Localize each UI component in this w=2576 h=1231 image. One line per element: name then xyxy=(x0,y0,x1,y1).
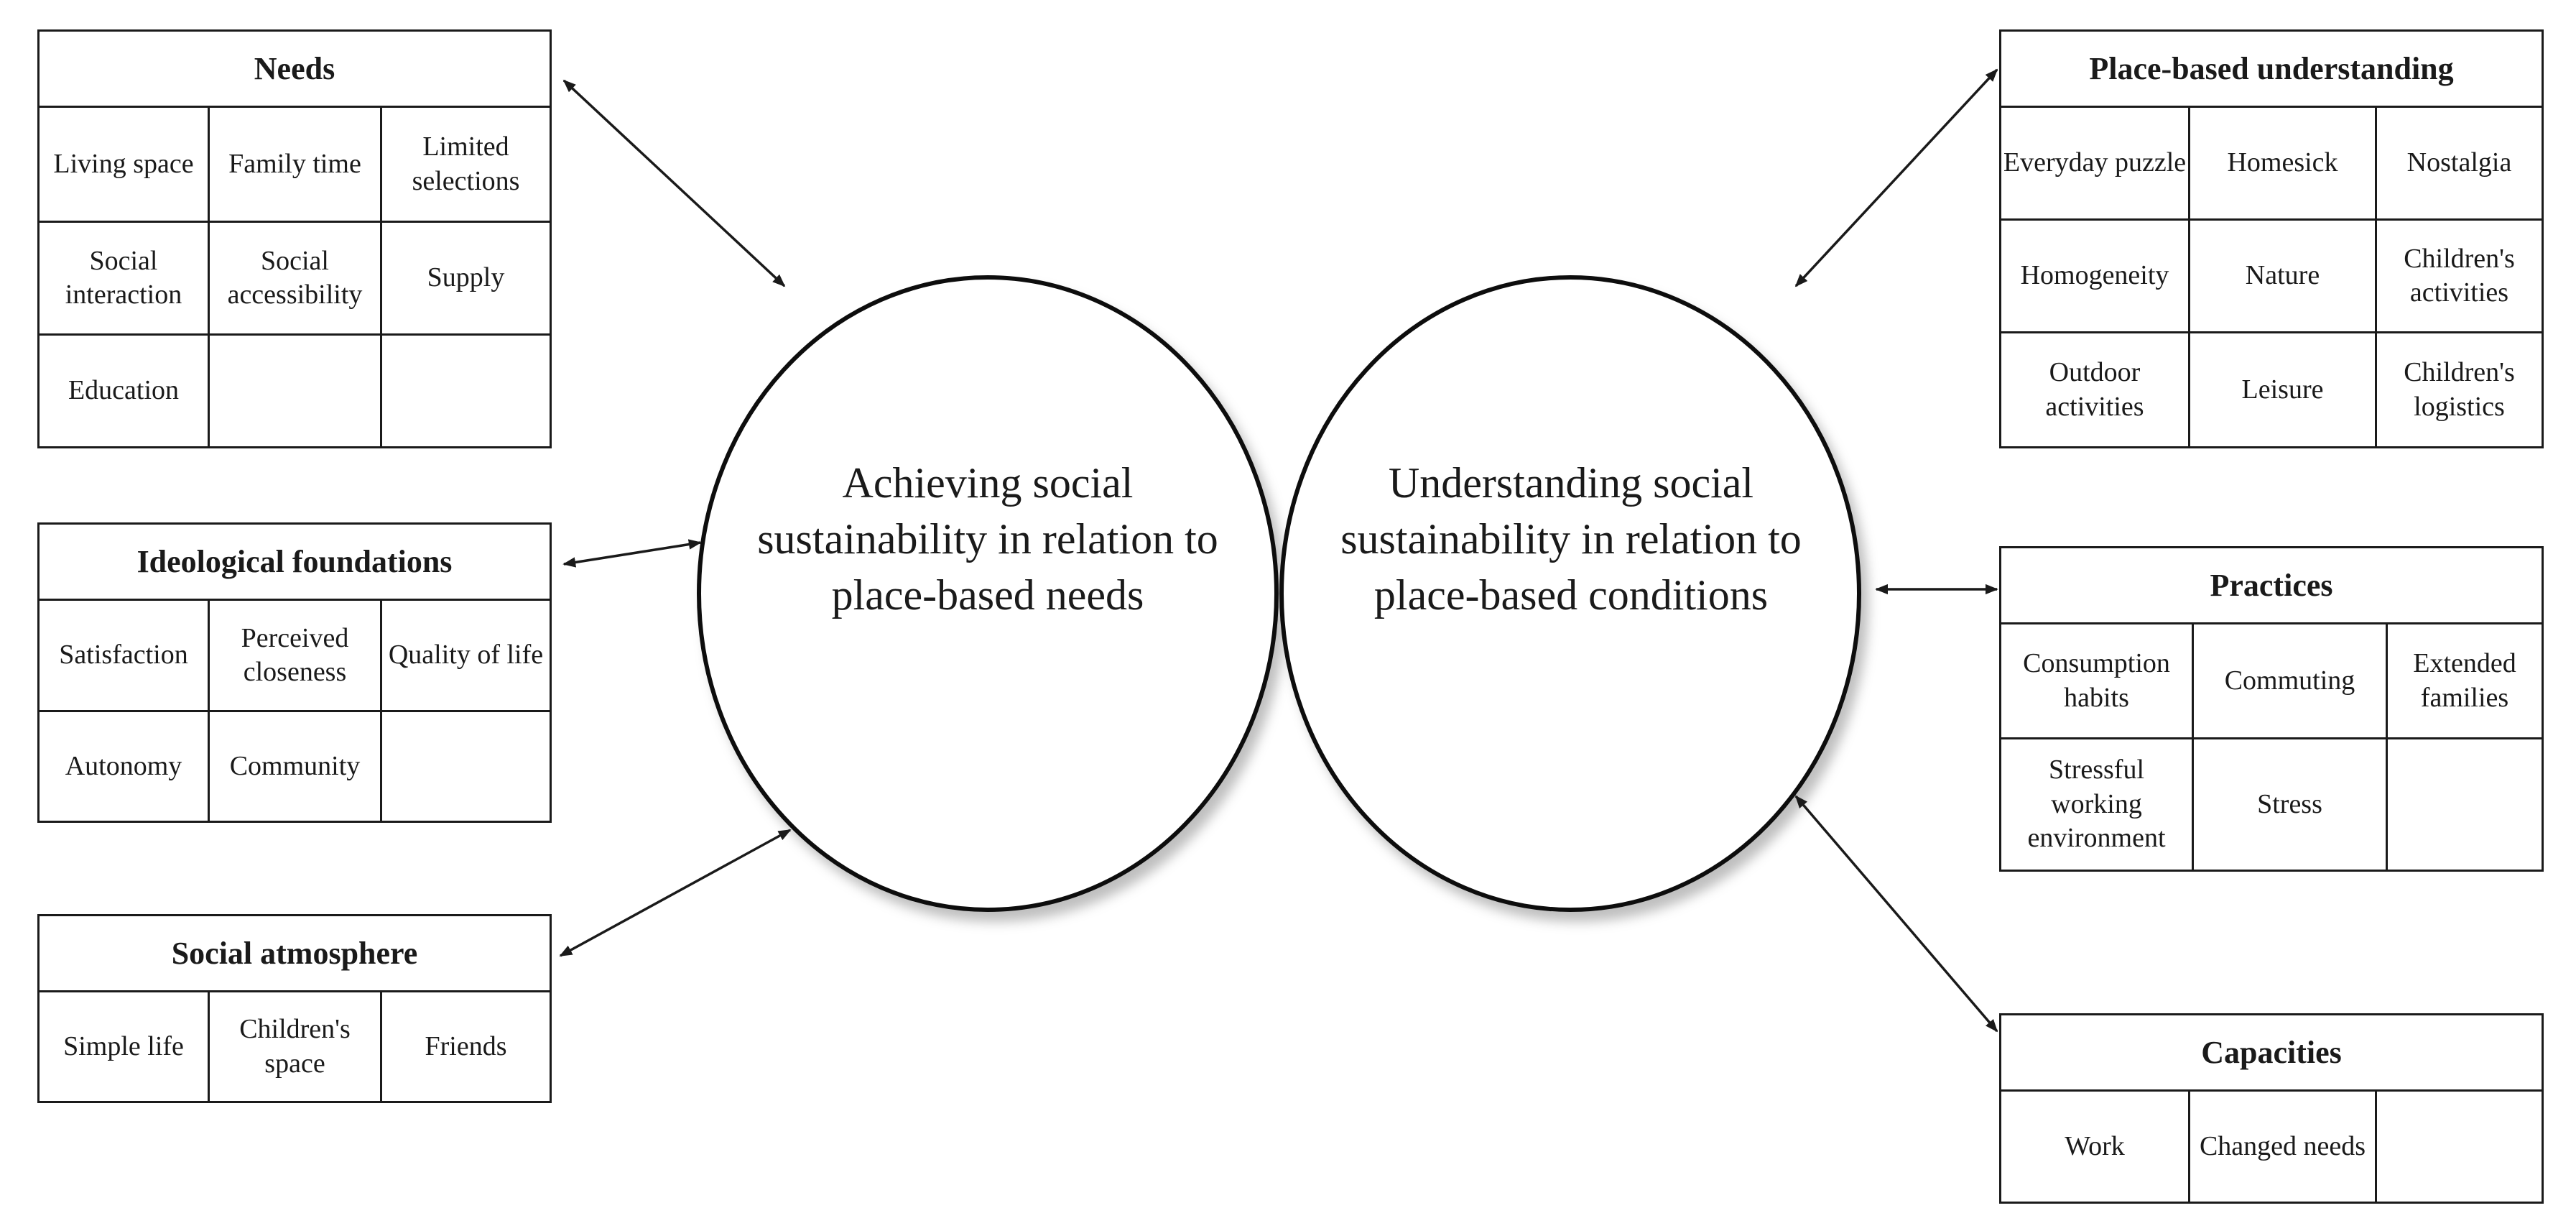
left-ellipse-label: Achieving social sustainability in relat… xyxy=(757,459,1218,619)
practices-title: Practices xyxy=(2001,548,2542,624)
needs-cell xyxy=(210,336,382,446)
capacities-cell: Work xyxy=(2001,1092,2190,1202)
place-cell: Nature xyxy=(2190,221,2377,333)
capacities-title: Capacities xyxy=(2001,1015,2542,1092)
ideological-cell: Autonomy xyxy=(40,712,210,821)
left-ellipse xyxy=(697,275,1279,912)
ideological-box: Ideological foundations Satisfaction Per… xyxy=(37,522,552,823)
needs-cell: Supply xyxy=(382,223,550,336)
social-title: Social atmosphere xyxy=(40,916,550,992)
ideological-title: Ideological foundations xyxy=(40,525,550,601)
place-cell: Children's logistics xyxy=(2404,357,2515,422)
practices-grid: Consumption habits Commuting Extended fa… xyxy=(2001,624,2542,870)
needs-cell: Education xyxy=(40,336,210,446)
ideological-cell xyxy=(382,712,550,821)
arrow-ideological xyxy=(562,539,702,568)
practices-cell: Commuting xyxy=(2194,624,2388,739)
practices-cell: Stressful working environment xyxy=(2001,739,2194,870)
needs-cell: Limited selections xyxy=(382,108,550,223)
capacities-cell: Changed needs xyxy=(2190,1092,2377,1202)
arrow-place xyxy=(1794,68,1998,287)
place-title: Place-based understanding xyxy=(2001,32,2542,108)
capacities-grid: Work Changed needs xyxy=(2001,1092,2542,1202)
practices-box: Practices Consumption habits Commuting E… xyxy=(1999,546,2544,872)
practices-cell: Stress xyxy=(2194,739,2388,870)
social-cell: Children's space xyxy=(210,992,382,1101)
ideological-cell: Quality of life xyxy=(382,601,550,712)
practices-cell: Consumption habits xyxy=(2001,624,2194,739)
arrow-social xyxy=(559,829,792,957)
needs-title: Needs xyxy=(40,32,550,108)
capacities-cell xyxy=(2377,1092,2542,1202)
place-cell: Homesick xyxy=(2190,108,2377,221)
needs-cell xyxy=(382,336,550,446)
practices-cell: Extended families xyxy=(2388,624,2542,739)
needs-cell: Family time xyxy=(210,108,382,223)
place-box: Place-based understanding Everyday puzzl… xyxy=(1999,29,2544,448)
capacities-box: Capacities Work Changed needs xyxy=(1999,1013,2544,1204)
right-ellipse xyxy=(1279,275,1861,912)
ideological-cell: Community xyxy=(210,712,382,821)
needs-cell: Social interaction xyxy=(40,223,210,336)
arrow-capacities xyxy=(1794,795,1998,1033)
arrow-needs xyxy=(562,79,786,287)
right-ellipse-label: Understanding social sustainability in r… xyxy=(1340,459,1802,619)
needs-grid: Living space Family time Limited selecti… xyxy=(40,108,550,446)
ideological-cell: Satisfaction xyxy=(40,601,210,712)
practices-cell xyxy=(2388,739,2542,870)
social-grid: Simple life Children's space Friends xyxy=(40,992,550,1101)
ideological-grid: Satisfaction Perceived closeness Quality… xyxy=(40,601,550,821)
social-box: Social atmosphere Simple life Children's… xyxy=(37,914,552,1103)
needs-cell: Social accessibility xyxy=(210,223,382,336)
needs-cell: Living space xyxy=(40,108,210,223)
place-grid: Everyday puzzle Homesick Nostalgia Homog… xyxy=(2001,108,2542,446)
place-cell: Everyday puzzle xyxy=(2001,108,2190,221)
needs-box: Needs Living space Family time Limited s… xyxy=(37,29,552,448)
place-cell: Children's activities xyxy=(2377,221,2542,333)
place-cell: Outdoor activities xyxy=(2001,333,2190,446)
place-cell: Homogeneity xyxy=(2001,221,2190,333)
social-cell: Friends xyxy=(425,1031,507,1061)
social-cell: Simple life xyxy=(40,992,210,1101)
place-cell: Leisure xyxy=(2190,333,2377,446)
place-cell: Nostalgia xyxy=(2377,108,2542,221)
ideological-cell: Perceived closeness xyxy=(210,601,382,712)
